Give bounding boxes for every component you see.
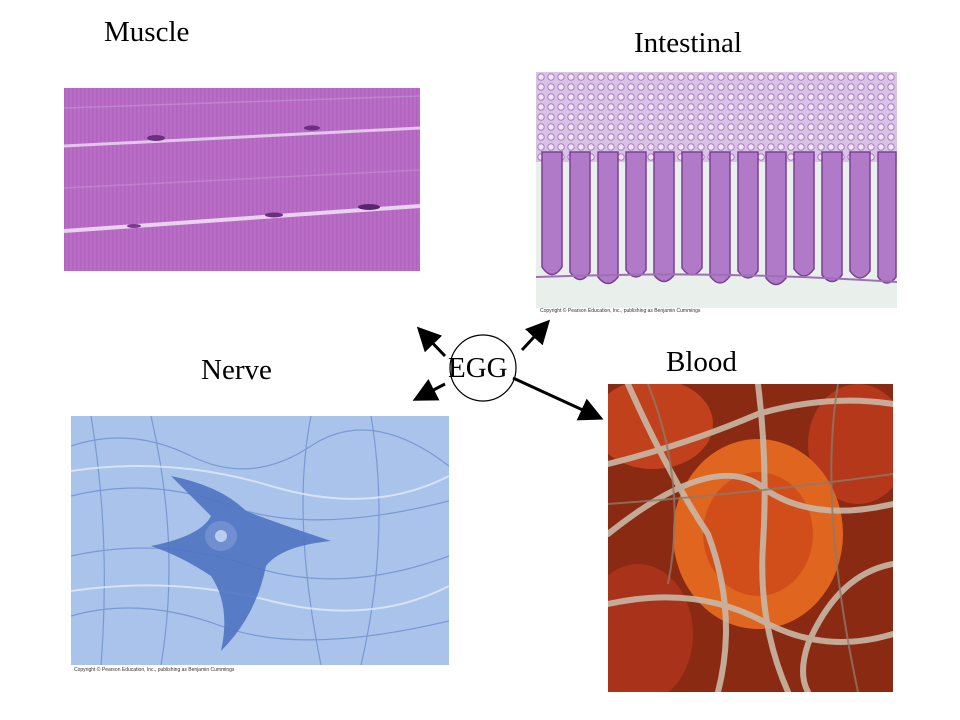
intestinal-tissue-image	[536, 72, 897, 308]
intestinal-copyright: Copyright © Pearson Education, Inc., pub…	[540, 308, 701, 314]
muscle-tissue-image	[64, 88, 420, 271]
arrow-to-muscle	[416, 326, 447, 358]
nerve-label: Nerve	[201, 354, 272, 386]
arrow-to-nerve	[412, 379, 446, 401]
intestinal-label: Intestinal	[634, 27, 742, 59]
nerve-tissue-image	[71, 416, 449, 665]
egg-circle	[449, 334, 517, 402]
blood-label: Blood	[666, 346, 737, 378]
arrow-to-intestinal	[520, 319, 551, 352]
blood-tissue-image	[608, 384, 893, 692]
muscle-label: Muscle	[104, 16, 190, 48]
egg-label: EGG	[448, 352, 508, 384]
arrow-to-blood	[512, 376, 604, 421]
nerve-copyright: Copyright © Pearson Education, Inc., pub…	[74, 667, 235, 673]
